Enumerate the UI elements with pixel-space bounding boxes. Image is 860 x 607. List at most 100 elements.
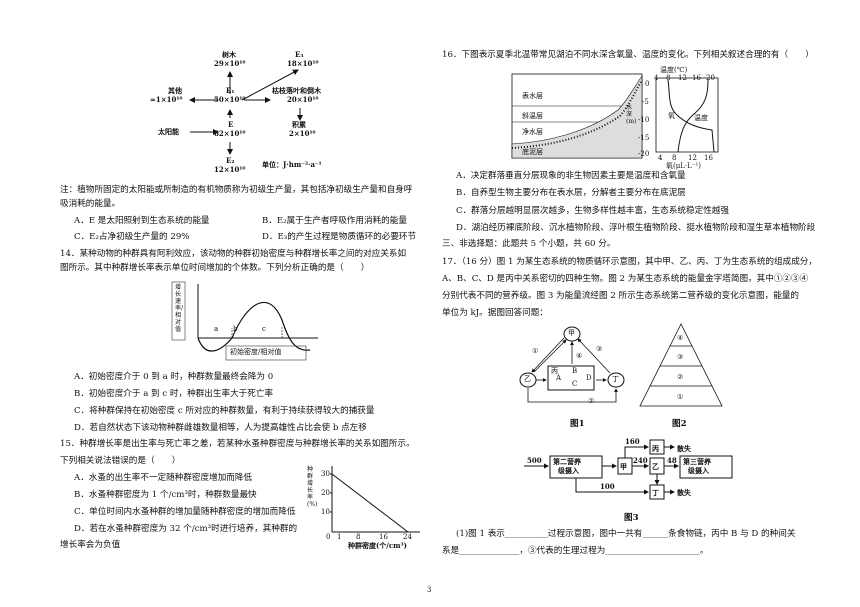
label-litter: 枯枝落叶和倒木 <box>272 86 321 95</box>
fig2-n1: ① <box>677 393 684 401</box>
q16-temp-tick-1: 4 <box>654 74 659 82</box>
fig1-D: D <box>586 374 592 382</box>
note-line2: 吸消耗的能量。 <box>60 199 121 209</box>
q16-depth-10: -10 <box>638 116 650 124</box>
fig3-box2-line1: 第三营养 <box>683 457 711 466</box>
value-e: 62×10¹⁰ <box>214 129 246 138</box>
q15-stem-line2: 下列相关说法错误的是（ ） <box>60 456 181 466</box>
label-e1: E₁ <box>226 86 235 95</box>
fig3-bing: 丙 <box>652 444 659 453</box>
q15-chart <box>306 462 426 542</box>
fig3-v160: 160 <box>625 437 640 446</box>
q16-option-b: B．自养型生物主要分布在表水层，分解者主要分布在底泥层 <box>456 188 686 198</box>
q16-curve-temp: 温度 <box>694 114 708 122</box>
fig2-n4: ④ <box>677 334 684 342</box>
q16-layer-thermocline: 斜温层 <box>522 112 543 120</box>
fig1-n4: ④ <box>576 352 583 360</box>
fig3-v240: 240 <box>633 456 648 465</box>
q16-layer-sediment: 底泥层 <box>522 148 543 156</box>
q17-line3: 分别代表不同的营养级。图 3 为能量流经图 2 所示生态系统第二营养级的变化示意… <box>442 291 800 301</box>
q16-oxygen-tick-2: 8 <box>672 154 677 162</box>
value-e1: 50×10¹⁰ <box>214 95 246 104</box>
value-litter: 20×10¹⁰ <box>287 95 319 104</box>
fig1-C: C <box>572 380 578 388</box>
fig3-box2-line2: 级摄入 <box>688 466 709 475</box>
value-e2: 12×10¹⁰ <box>214 165 246 174</box>
q16-temp-tick-5: 20 <box>706 74 715 82</box>
q16-oxygen-tick-1: 4 <box>658 154 663 162</box>
q16-oxygen-label: 氧(μL·L⁻¹) <box>666 162 702 170</box>
q16-depth-20: -20 <box>638 150 650 158</box>
q14-option-c: C．将种群保持在初始密度 c 所对应的种群数量，有利于持续获得较大的捕获量 <box>74 406 375 416</box>
fig1-caption: 图1 <box>570 419 585 429</box>
q16-option-a: A．决定群落垂直分层现象的非生物因素主要是温度和含氧量 <box>456 171 686 181</box>
page-number: 3 <box>427 586 432 594</box>
q16-oxygen-tick-3: 12 <box>688 154 697 162</box>
q17-figure-2 <box>636 322 726 408</box>
fig3-yi: 乙 <box>652 462 659 471</box>
q15-x16: 16 <box>379 533 388 541</box>
q16-oxygen-tick-4: 16 <box>704 154 713 162</box>
label-accum: 积累 <box>292 120 306 129</box>
q13-option-c: C．E₂占净初级生产量的 29% <box>74 232 190 242</box>
q15-ylabel: 种群增长率(%) <box>307 466 318 508</box>
fig1-n3: ③ <box>596 345 603 353</box>
fig3-v100: 100 <box>600 482 615 491</box>
q15-y20: 20 <box>321 489 330 497</box>
fig1-B: B <box>572 367 578 375</box>
q15-option-c: C．单位时间内水蚤种群的增加量随种群密度的增加而降低 <box>74 507 296 517</box>
fig2-n2: ② <box>677 373 684 381</box>
q16-depth-15: -15 <box>638 134 650 142</box>
fig3-v500: 500 <box>527 456 542 465</box>
fig1-A: A <box>556 374 562 382</box>
q17-line1: 17．（16 分）图 1 为某生态系统的物质循环示意图，其中甲、乙、丙、丁为生态… <box>442 257 817 267</box>
q16-curve-oxygen: 氧 <box>668 112 675 120</box>
q16-depth-5: -5 <box>642 98 649 106</box>
q16-temp-tick-4: 16 <box>692 74 701 82</box>
q14-point-c: c <box>262 325 266 333</box>
q14-stem-line1: 14．某种动物的种群具有阿利效应，该动物的种群初始密度与种群增长率之间的对应关系… <box>60 249 407 259</box>
q15-xlabel: 种群密度(个/cm³) <box>348 541 407 550</box>
fig2-n3: ③ <box>677 353 684 361</box>
q14-option-b: B．初始密度介于 a 到 c 时，种群出生率大于死亡率 <box>74 389 274 399</box>
q16-temp-label: 温度(℃) <box>660 66 688 74</box>
fig3-jia: 甲 <box>620 462 627 471</box>
q15-x24: 24 <box>403 533 412 541</box>
q15-x0: 0 <box>326 533 331 541</box>
label-e3: E₃ <box>295 50 304 59</box>
label-shrub: 树木 <box>222 50 236 59</box>
q13-option-a: A．E 是太阳照射到生态系统的能量 <box>74 216 210 226</box>
q13-option-d: D．E₃的产生过程是物质循环的必要环节 <box>262 232 417 242</box>
q14-option-d: D．若自然状态下该动物种群雌雄数量相等，人为提高雄性占比会使 b 点左移 <box>74 423 367 433</box>
q15-option-b: B．水蚤种群密度为 1 个/cm³时，种群数量最快 <box>74 490 257 500</box>
q15-option-a: A．水蚤的出生率不一定随种群密度增加而降低 <box>74 473 253 483</box>
fig3-ding: 丁 <box>652 488 659 497</box>
fig3-v48: 48 <box>667 456 677 465</box>
fig3-loss1: 散失 <box>677 444 691 453</box>
q17-figure-3 <box>520 434 760 504</box>
fig2-caption: 图2 <box>672 419 687 429</box>
label-sun: 太阳能 <box>158 127 179 136</box>
q16-stem: 16．下图表示夏季北温带常见湖泊不同水深含氧量、温度的变化。下列相关叙述合理的有… <box>442 50 814 60</box>
q15-x1: 1 <box>337 533 342 541</box>
q16-lake-figure <box>508 64 738 168</box>
q16-depth-label: 水深(m) <box>626 104 637 125</box>
fig1-ding: 丁 <box>612 375 619 383</box>
q16-temp-tick-2: 8 <box>666 74 671 82</box>
fig3-box1-line2: 级摄入 <box>558 466 579 475</box>
fig1-yi: 乙 <box>524 375 531 383</box>
fig3-loss2: 散失 <box>677 488 691 497</box>
q17-sub1-line1: (1)图 1 表示__________过程示意图，图中一共有______条食物链… <box>456 529 796 539</box>
q14-ylabel: 增长速率/相对值 <box>175 284 184 333</box>
energy-flow-arrows <box>189 69 303 155</box>
q14-stem-line2: 图所示。其中种群增长率表示单位时间增加的个体数。下列分析正确的是（ ） <box>60 263 370 273</box>
label-other: 其他 <box>168 86 182 95</box>
fig3-caption: 图3 <box>624 513 639 523</box>
q16-option-d: D．湖泊经历裸底阶段、沉水植物阶段、浮叶根生植物阶段、挺水植物阶段和湿生草本植物… <box>456 223 816 233</box>
label-e2: E₂ <box>226 156 235 165</box>
q14-point-b: b <box>233 325 238 333</box>
q15-option-d-line2: 增长率会为负值 <box>60 540 121 550</box>
energy-flow-diagram <box>130 36 350 176</box>
q14-figure <box>170 280 320 362</box>
q16-temp-tick-3: 12 <box>678 74 687 82</box>
